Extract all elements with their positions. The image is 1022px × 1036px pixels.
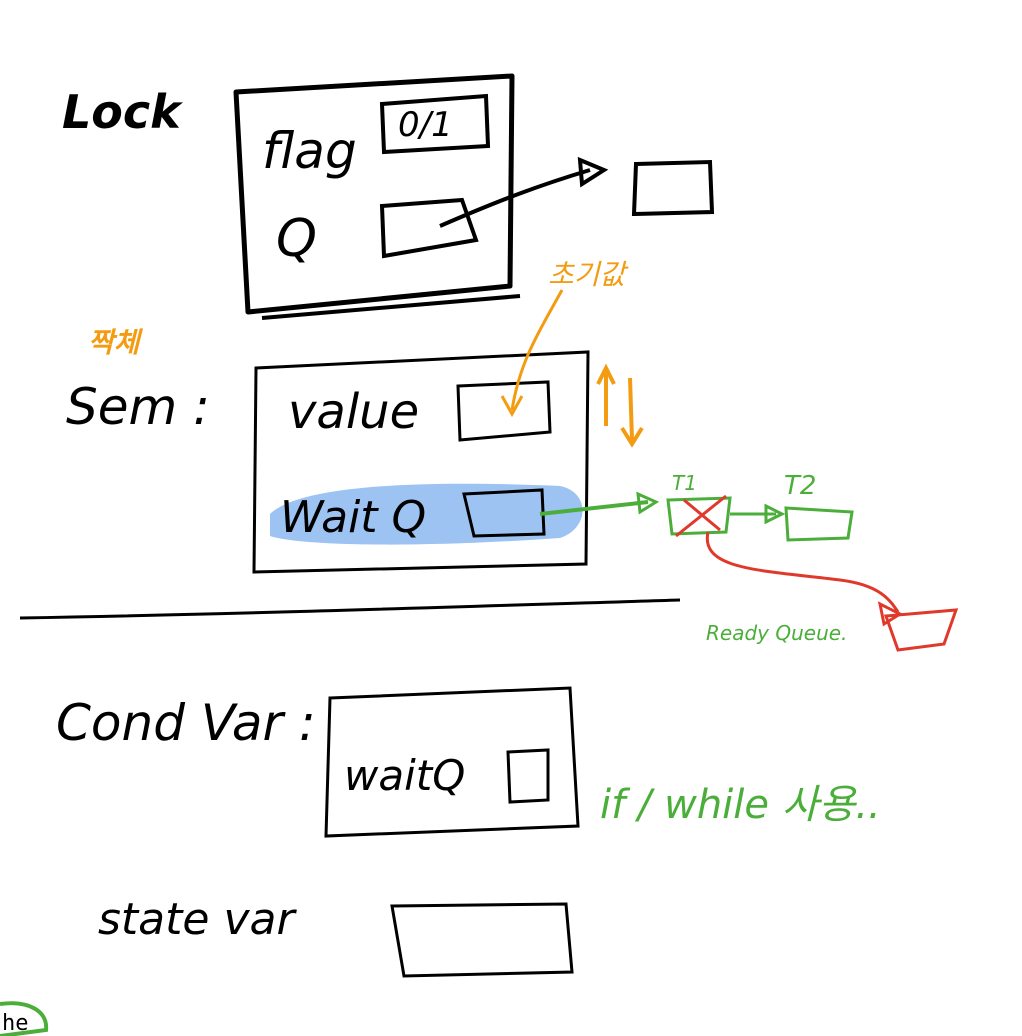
lock-box xyxy=(233,73,515,315)
sem-value-box xyxy=(456,380,552,442)
sem-ready-arrow xyxy=(705,531,900,613)
lock-queue-box xyxy=(379,197,479,259)
sem-title: Sem : xyxy=(66,378,210,436)
lock-box-shadow-line xyxy=(261,294,521,320)
lock-flag-box xyxy=(379,93,491,155)
sem-initial-note: 초기값 xyxy=(548,258,630,291)
corner-tag-outline xyxy=(0,1001,49,1036)
state-var-label: state var xyxy=(98,894,297,945)
condvar-title: Cond Var : xyxy=(56,694,316,752)
sem-waitq-box xyxy=(462,488,546,538)
sem-waitq-label: Wait Q xyxy=(280,492,426,543)
sem-initial-arrow-head xyxy=(500,395,524,418)
condvar-usage-note: if / while 사용.. xyxy=(600,782,881,828)
lock-queue-arrow-head xyxy=(577,156,609,188)
sem-box xyxy=(252,350,590,574)
sem-waitq-arrow xyxy=(539,500,649,516)
lock-flag-label: flag xyxy=(262,122,357,180)
sem-waitq-arrow-head xyxy=(636,491,660,515)
sem-initial-arrow xyxy=(510,289,564,411)
lock-queue-node xyxy=(631,159,715,217)
lock-queue-label: Q xyxy=(276,209,317,269)
condvar-box xyxy=(324,686,580,838)
condvar-waitq-label: waitQ xyxy=(344,751,465,800)
sem-thread1-label: T1 xyxy=(672,471,697,495)
sem-up-arrow-head xyxy=(596,363,616,385)
state-var-box xyxy=(390,902,574,978)
sem-thread-link-arrow-head xyxy=(764,503,786,525)
corner-tag-text: he xyxy=(2,1011,29,1036)
sem-thread1-cross xyxy=(675,494,727,538)
condvar-waitq-box xyxy=(506,748,550,804)
ready-queue-box xyxy=(883,608,959,652)
sem-thread2-box xyxy=(784,506,854,542)
sem-down-arrow-head xyxy=(620,426,644,448)
sem-value-label: value xyxy=(288,384,419,440)
section-divider xyxy=(19,598,681,620)
sem-thread1-box xyxy=(666,496,732,536)
sem-waitq-highlight xyxy=(270,483,583,545)
sem-korean-note: 짝체 xyxy=(88,326,144,359)
lock-title: Lock xyxy=(62,85,183,139)
lock-queue-arrow xyxy=(439,168,591,228)
sem-down-arrow xyxy=(628,377,634,441)
sem-ready-arrow-head xyxy=(877,601,904,627)
sem-thread2-label: T2 xyxy=(784,471,816,501)
ready-queue-label: Ready Queue. xyxy=(706,621,847,645)
lock-flag-values: 0/1 xyxy=(398,105,453,145)
